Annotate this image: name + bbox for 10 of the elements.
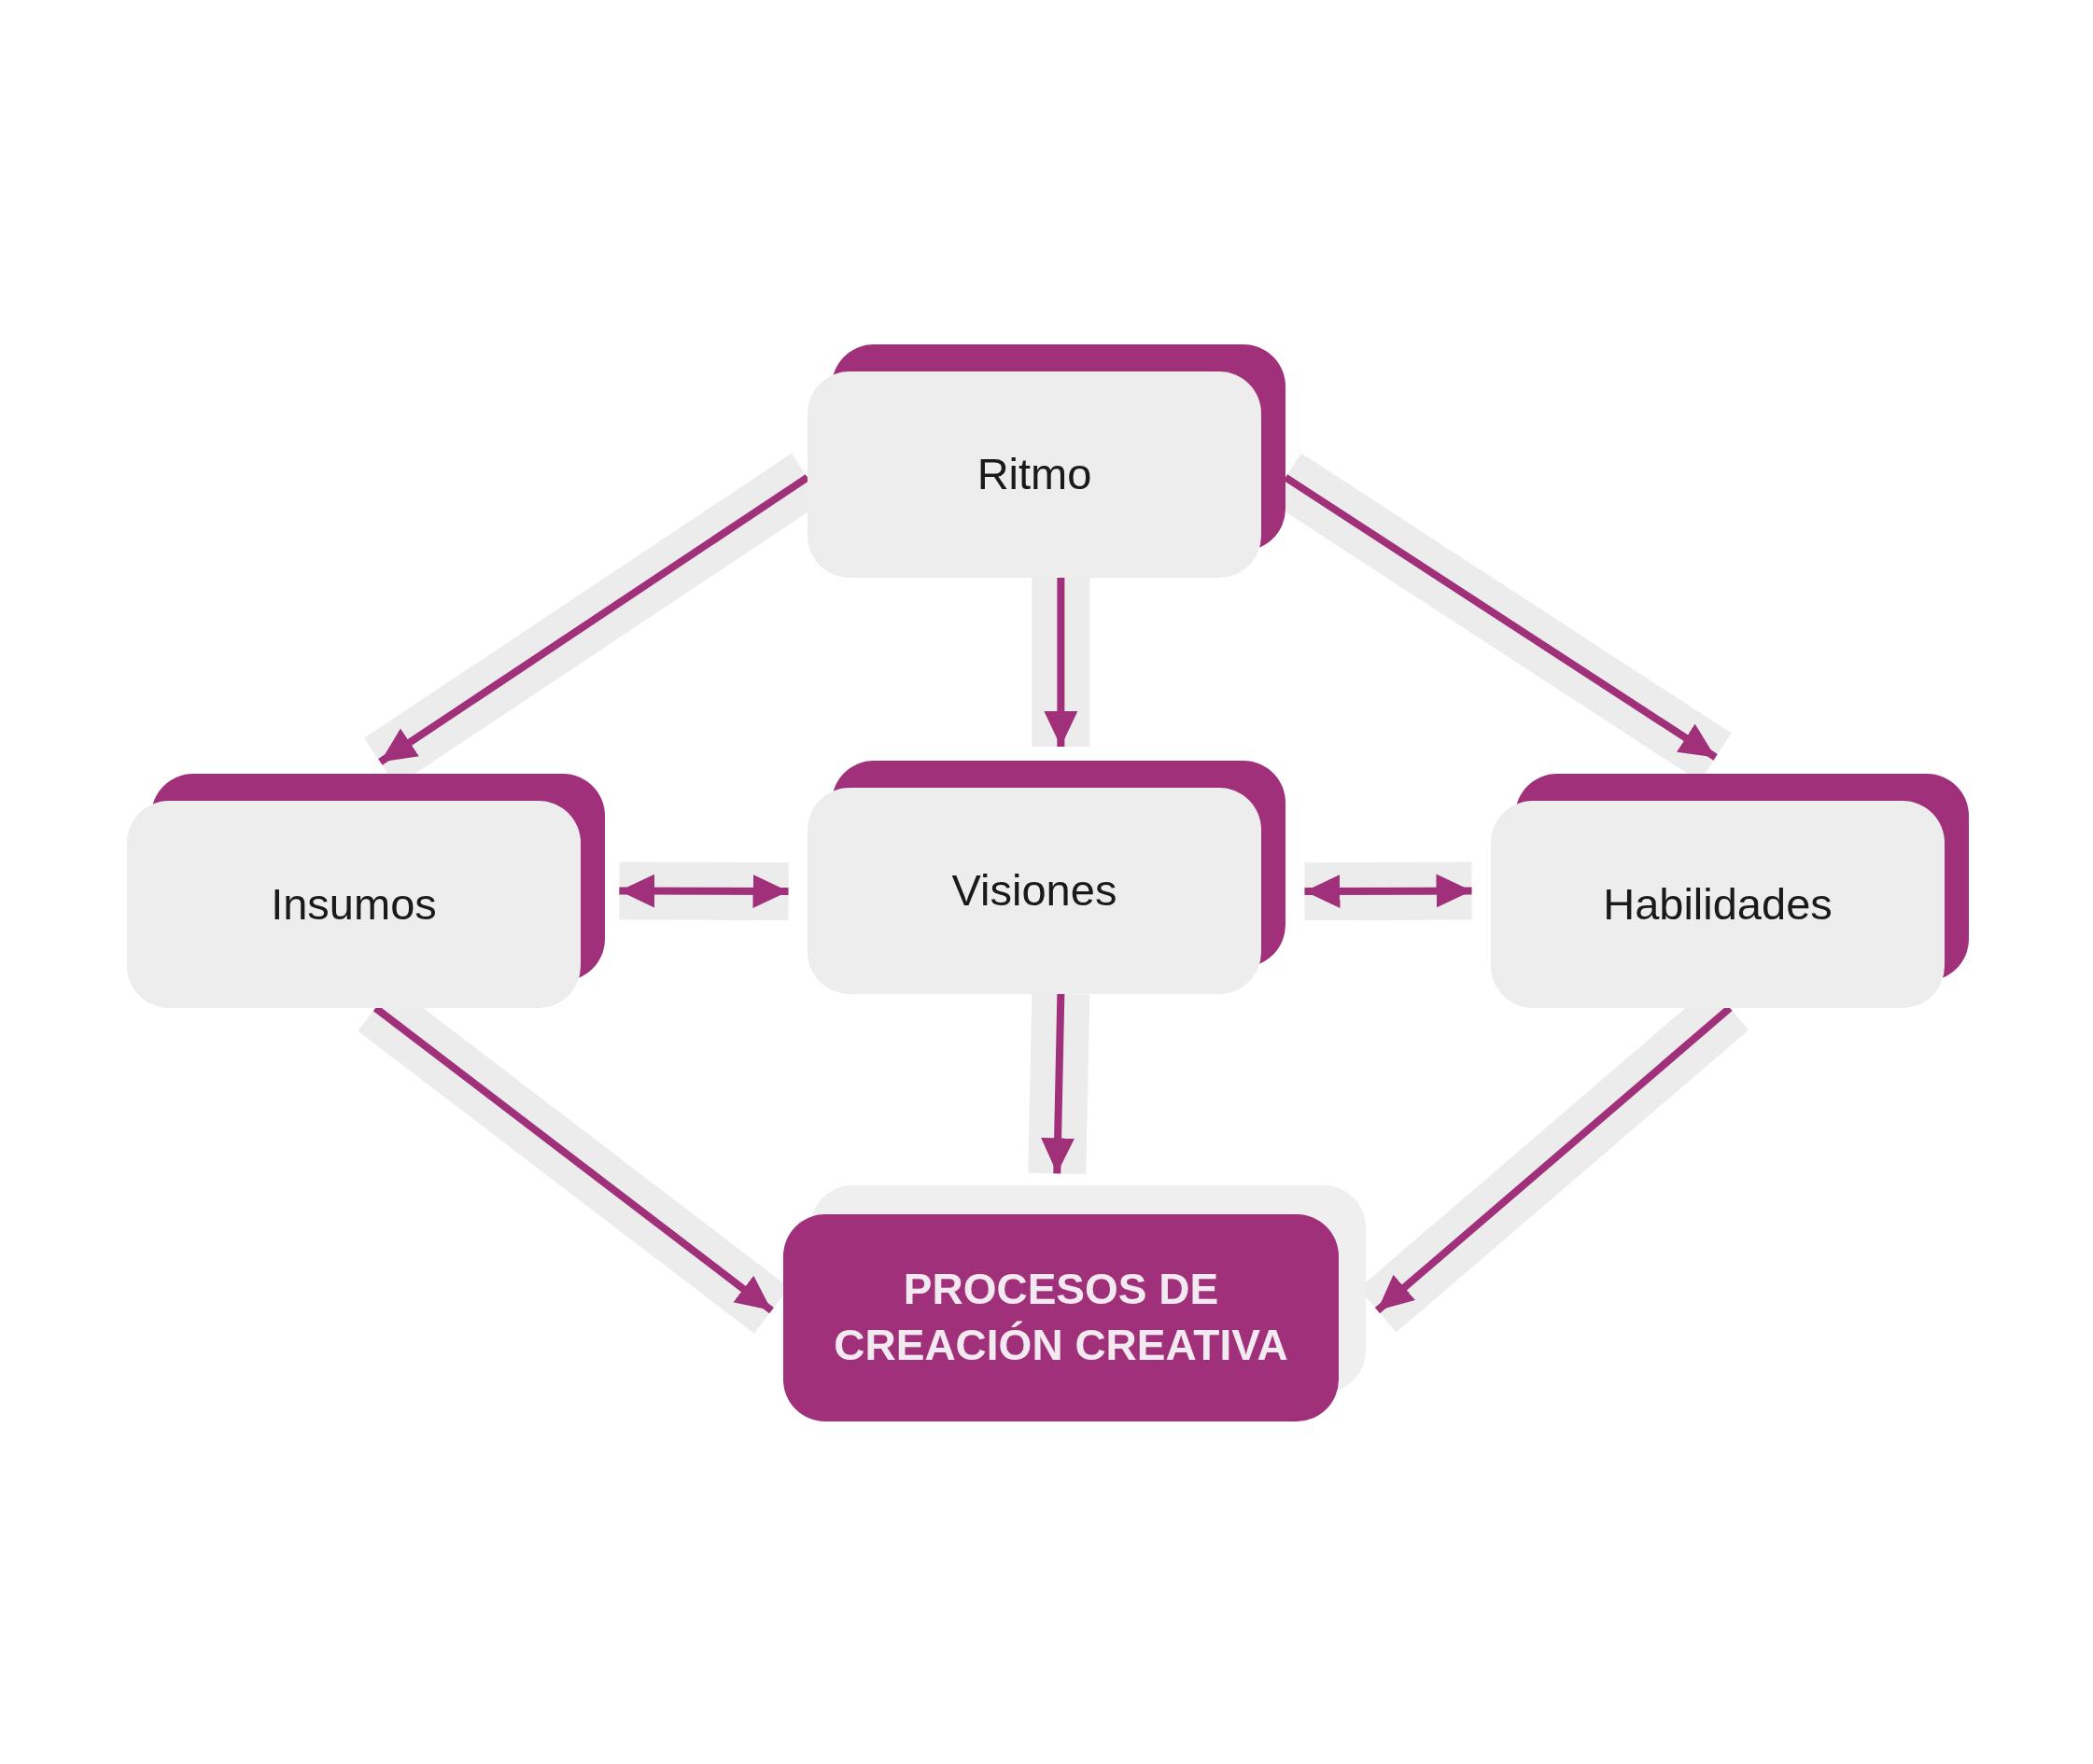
node-label: PROCESOS DE CREACIÓN CREATIVA <box>833 1264 1289 1371</box>
highlighted-process-box <box>783 1185 1366 1421</box>
process-box <box>127 774 605 1008</box>
node-label: Insumos <box>271 877 437 931</box>
process-box <box>808 761 1285 994</box>
node-label: Visiones <box>951 864 1117 917</box>
node-label: Ritmo <box>976 448 1092 501</box>
node-label: Habilidades <box>1603 877 1833 931</box>
process-box <box>1491 774 1969 1008</box>
process-box <box>808 344 1285 578</box>
